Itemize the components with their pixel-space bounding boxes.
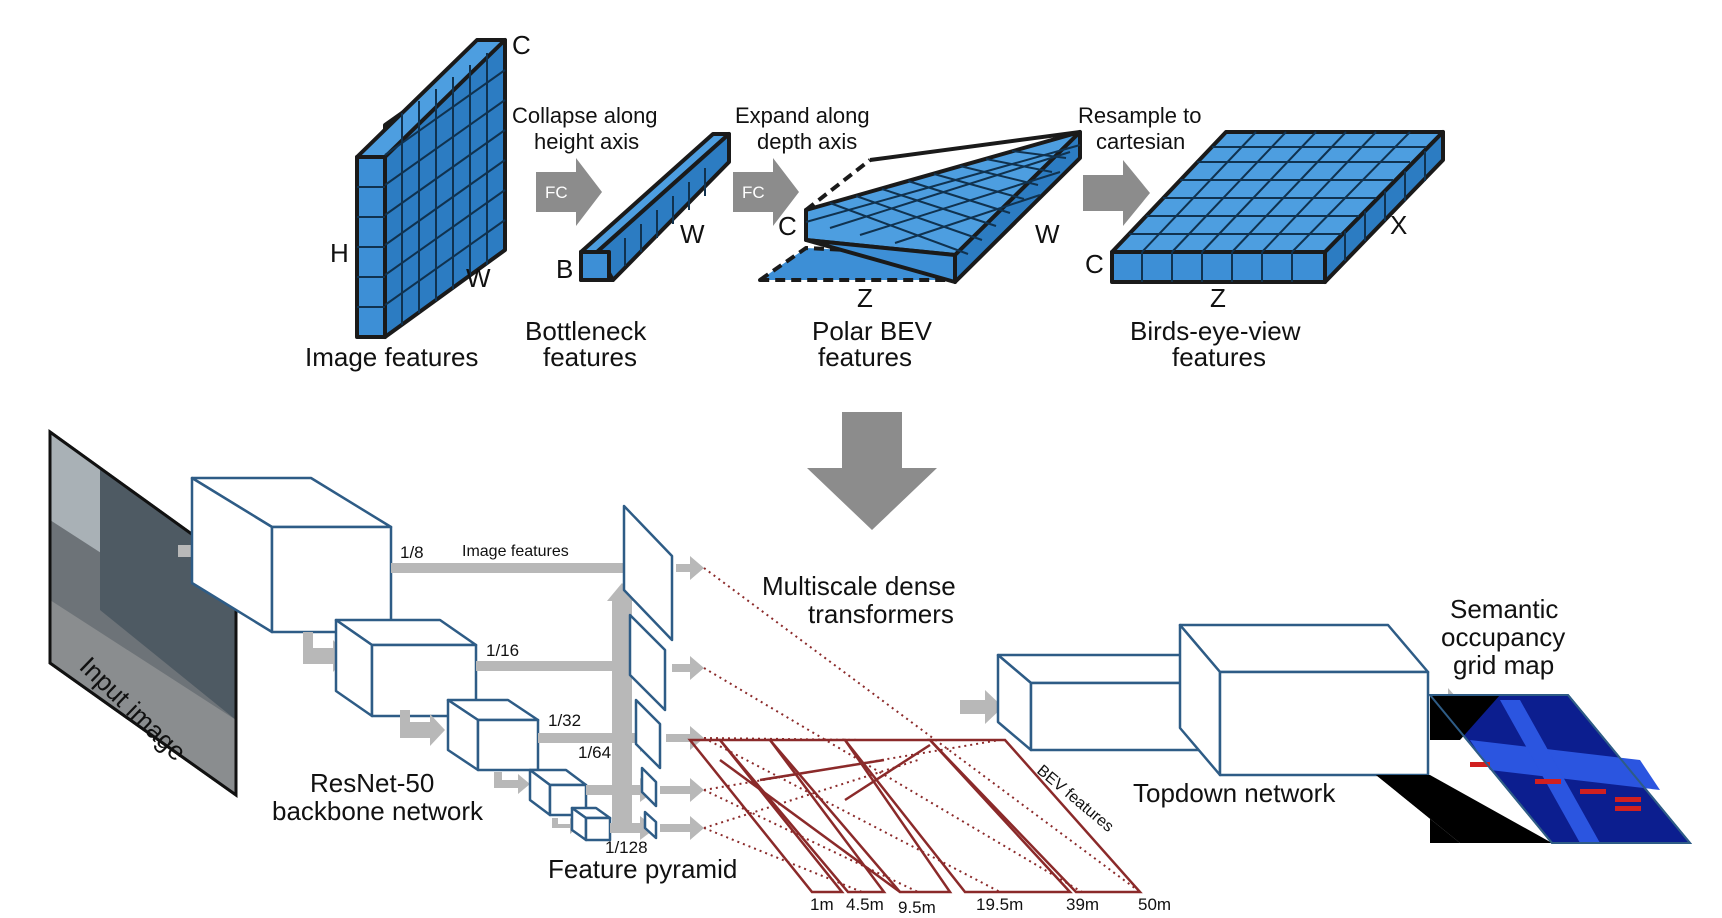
scale-1-8: 1/8 (400, 543, 424, 562)
dense-transformers (687, 567, 1143, 894)
fc-label-1: FC (545, 183, 568, 202)
polar-bev-axis-z: Z (857, 283, 873, 313)
step3-caption-line2: cartesian (1096, 129, 1185, 154)
depth-50m: 50m (1138, 895, 1171, 914)
image-features-axis-c: C (512, 30, 531, 60)
polar-bev-axis-c: C (778, 211, 797, 241)
bottleneck-caption-line2: features (543, 342, 637, 372)
backbone-stage-2 (334, 618, 478, 718)
bottleneck-axis-w: W (680, 219, 705, 249)
input-image: Input image (48, 429, 238, 798)
scale-1-32: 1/32 (548, 711, 581, 730)
depth-19-5m: 19.5m (976, 895, 1023, 914)
feature-pyramid (622, 504, 674, 840)
image-features-axis-h: H (330, 238, 349, 268)
step1-caption-line1: Collapse along (512, 103, 658, 128)
topdown-label: Topdown network (1133, 778, 1336, 808)
backbone-label-line2: backbone network (272, 796, 484, 826)
stage-arrow-2 (400, 710, 445, 746)
step1-caption-line2: height axis (534, 129, 639, 154)
topdown-in-arrow (960, 690, 1003, 724)
step2-caption-line2: depth axis (757, 129, 857, 154)
occupancy-grid-map (1376, 694, 1693, 844)
big-down-arrow (807, 412, 937, 530)
fc-arrow-1: FC Collapse along height axis (512, 103, 658, 226)
step2-caption-line1: Expand along (735, 103, 870, 128)
image-features-caption: Image features (305, 342, 478, 372)
bottleneck-axis-b: B (556, 254, 573, 284)
bev-axis-x: X (1390, 210, 1407, 240)
scale-1-128: 1/128 (605, 838, 648, 857)
bev-caption-line2: features (1172, 342, 1266, 372)
transformers-label-line1: Multiscale dense (762, 571, 956, 601)
backbone-stage-1 (190, 476, 393, 634)
bottleneck-block: B W Bottleneck features (525, 132, 731, 372)
scale-1-64: 1/64 (578, 743, 611, 762)
polar-bev-axis-w: W (1035, 219, 1060, 249)
depth-9-5m: 9.5m (898, 898, 936, 917)
depth-1m: 1m (810, 895, 834, 914)
bev-features-label: BEV features (1033, 762, 1116, 836)
fc-label-2: FC (742, 183, 765, 202)
polar-bev-caption-line1: Polar BEV (812, 316, 933, 346)
fc-arrow-2: FC Expand along depth axis (733, 103, 870, 226)
bottleneck-caption-line1: Bottleneck (525, 316, 647, 346)
bev-caption-line1: Birds-eye-view (1130, 316, 1301, 346)
topdown-block-2 (1178, 623, 1430, 777)
backbone-stage-5 (570, 806, 612, 842)
step3-caption-line1: Resample to (1078, 103, 1202, 128)
image-features-label: Image features (462, 543, 569, 560)
resample-arrow: Resample to cartesian (1078, 103, 1202, 226)
scale-1-16: 1/16 (486, 641, 519, 660)
feature-pyramid-label: Feature pyramid (548, 854, 737, 884)
polar-bev-block: C W Z Polar BEV features (758, 130, 1082, 372)
depth-39m: 39m (1066, 895, 1099, 914)
image-features-block: C H W Image features (305, 30, 531, 372)
transformers-label-line2: transformers (808, 599, 954, 629)
stage-arrow-3 (494, 772, 530, 794)
bev-axis-z: Z (1210, 283, 1226, 313)
depth-4-5m: 4.5m (846, 895, 884, 914)
backbone-label-line1: ResNet-50 (310, 768, 434, 798)
backbone-stage-3 (446, 698, 540, 772)
image-features-axis-w: W (466, 263, 491, 293)
polar-bev-caption-line2: features (818, 342, 912, 372)
bev-block: C X Z Birds-eye-view features (1085, 130, 1445, 372)
output-label-line1: Semantic (1450, 594, 1558, 624)
bev-axis-c: C (1085, 249, 1104, 279)
output-label-line2: occupancy (1441, 622, 1565, 652)
output-label-line3: grid map (1453, 650, 1554, 680)
